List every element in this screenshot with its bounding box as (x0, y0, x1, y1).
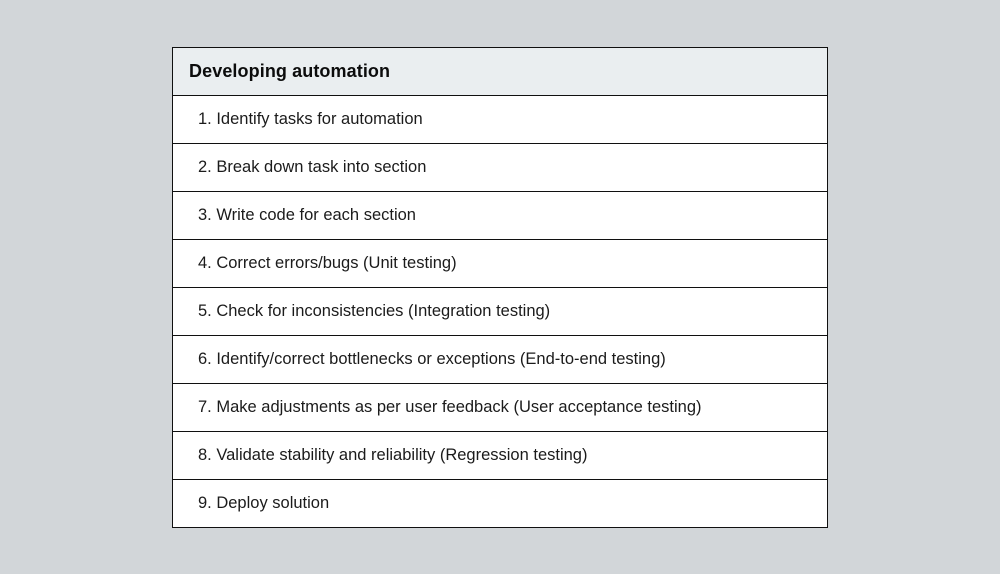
table-row-step-9: 9. Deploy solution (173, 479, 827, 527)
step-label: 6. Identify/correct bottlenecks or excep… (198, 350, 666, 368)
table-row-step-3: 3. Write code for each section (173, 191, 827, 239)
table-row-step-7: 7. Make adjustments as per user feedback… (173, 383, 827, 431)
step-label: 8. Validate stability and reliability (R… (198, 446, 588, 464)
developing-automation-table: Developing automation 1. Identify tasks … (172, 47, 828, 528)
table-row-step-5: 5. Check for inconsistencies (Integratio… (173, 287, 827, 335)
table-row-step-4: 4. Correct errors/bugs (Unit testing) (173, 239, 827, 287)
table-row-step-2: 2. Break down task into section (173, 143, 827, 191)
table-header: Developing automation (173, 48, 827, 95)
step-label: 5. Check for inconsistencies (Integratio… (198, 302, 551, 320)
step-label: 9. Deploy solution (198, 494, 330, 512)
step-label: 1. Identify tasks for automation (198, 110, 423, 128)
step-label: 7. Make adjustments as per user feedback… (198, 398, 702, 416)
step-label: 4. Correct errors/bugs (Unit testing) (198, 254, 457, 272)
step-label: 3. Write code for each section (198, 206, 416, 224)
table-row-step-8: 8. Validate stability and reliability (R… (173, 431, 827, 479)
step-label: 2. Break down task into section (198, 158, 427, 176)
table-row-step-1: 1. Identify tasks for automation (173, 95, 827, 143)
table-title: Developing automation (189, 61, 391, 81)
table-row-step-6: 6. Identify/correct bottlenecks or excep… (173, 335, 827, 383)
